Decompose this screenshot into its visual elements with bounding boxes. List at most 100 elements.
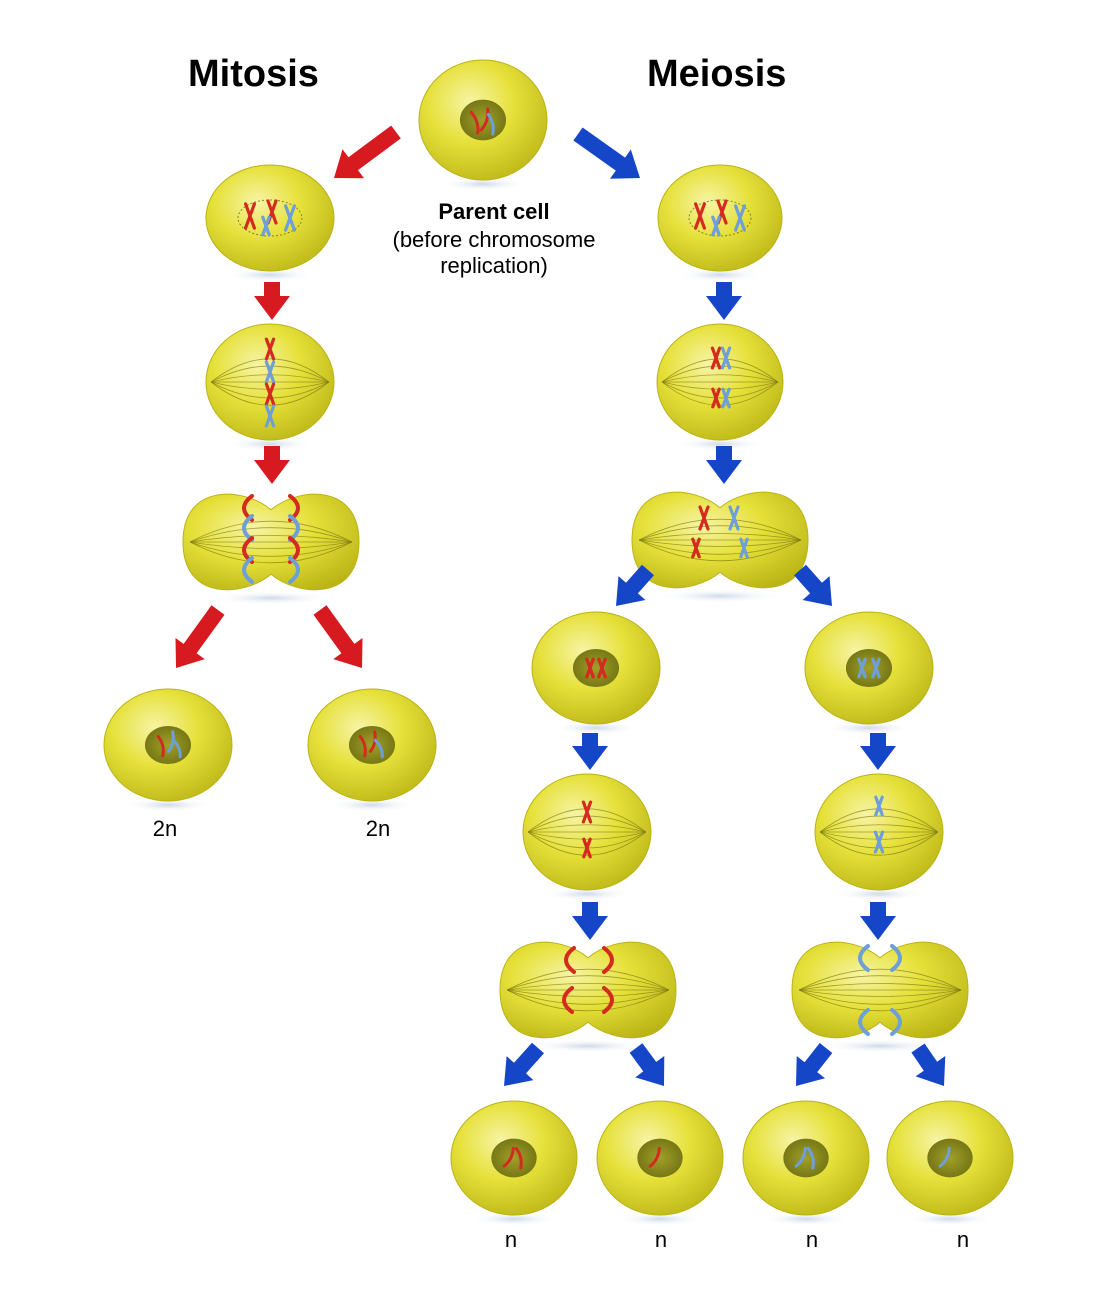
meiosis-ii-metaphase-left <box>522 773 652 901</box>
meiosis-ii-cell-left <box>531 611 661 735</box>
chromosome <box>514 1146 523 1170</box>
meiosis-arrow <box>911 1043 946 1086</box>
chromosome <box>858 1008 870 1036</box>
meiosis-arrow <box>504 1042 544 1086</box>
parent-cell-title: Parent cell <box>438 199 550 224</box>
chromosome <box>171 738 182 759</box>
meiosis-ii-anaphase-left-spindle-fiber <box>506 989 670 1005</box>
chromosome <box>691 537 701 559</box>
meiosis-ii-cell-left-shadow <box>551 721 641 735</box>
chromosome <box>739 537 749 559</box>
meiosis-gamete-2 <box>596 1100 724 1226</box>
meiosis-arrow <box>794 564 832 606</box>
mitosis-daughter-cell-2 <box>307 688 437 812</box>
chromosome <box>156 734 165 758</box>
chromosome <box>585 657 595 679</box>
mitosis-anaphase-cell <box>182 493 360 605</box>
chromosome <box>368 730 377 753</box>
meiosis-ii-anaphase-right-spindle-fiber <box>798 989 962 1012</box>
meiosis-ii-anaphase-left <box>499 941 677 1053</box>
meiosis-ii-anaphase-left-spindle-fiber <box>506 975 670 991</box>
meiosis-ii-metaphase-right-spindle-fiber <box>819 831 939 856</box>
chromosome <box>871 657 881 679</box>
chromosome <box>288 556 300 584</box>
chromosome <box>244 202 256 230</box>
meiosis-anaphase-i-cell <box>631 491 809 603</box>
meiosis-anaphase-i-cell-shadow <box>658 589 782 603</box>
mitosis-daughter-cell-1-nucleus <box>144 725 192 765</box>
chromosome <box>711 387 721 409</box>
meiosis-metaphase-i-cell-spindle-fiber <box>661 374 779 383</box>
mitosis-prophase-cell <box>205 164 335 282</box>
meiosis-arrow <box>616 564 654 606</box>
mitosis-daughter-cell-1-shadow <box>123 798 213 812</box>
meiosis-ii-metaphase-left-spindle-fiber <box>528 824 646 833</box>
meiosis-ii-anaphase-right <box>791 941 969 1053</box>
chromosome <box>806 1146 815 1170</box>
mitosis-anaphase-cell-shadow <box>209 591 333 605</box>
chromosome <box>479 107 490 132</box>
meiosis-gamete-1 <box>450 1100 578 1226</box>
chromosome <box>734 204 746 232</box>
meiosis-ii-anaphase-right-spindle-fiber <box>798 989 962 997</box>
chromosome <box>698 505 710 531</box>
chromosome <box>358 734 367 758</box>
mitosis-metaphase-cell <box>205 323 335 451</box>
mitosis-anaphase-cell-spindle-fiber <box>189 527 353 543</box>
mitosis-arrow <box>254 446 290 484</box>
ploidy-label-meiosis-4: n <box>956 1227 970 1252</box>
ploidy-label-meiosis-1: n <box>504 1227 518 1252</box>
meiosis-gamete-1-nucleus <box>491 1138 537 1178</box>
mitosis-anaphase-cell-spindle-fiber <box>189 541 353 557</box>
mitosis-anaphase-cell-spindle-fiber <box>189 535 353 543</box>
chromosome <box>284 204 296 232</box>
meiosis-arrow <box>573 127 640 179</box>
chromosome <box>710 346 722 370</box>
meiosis-prophase-cell <box>657 164 783 282</box>
mitosis-prophase-cell-shadow <box>225 268 315 282</box>
meiosis-gamete-4-shadow <box>905 1212 995 1226</box>
meiosis-ii-cell-right-nucleus <box>845 648 893 688</box>
mitosis-anaphase-cell-spindle-fiber <box>189 541 353 549</box>
meiosis-ii-anaphase-left-spindle-fiber <box>506 983 670 991</box>
meiosis-ii-anaphase-left-spindle-fiber <box>506 968 670 991</box>
meiosis-gamete-4 <box>886 1100 1014 1226</box>
meiosis-ii-metaphase-right-shadow <box>834 887 924 901</box>
chromosome <box>874 795 884 817</box>
meiosis-ii-anaphase-right-shadow <box>818 1039 942 1053</box>
chromosome <box>721 387 731 409</box>
chromosome <box>582 837 592 859</box>
meiosis-heading: Meiosis <box>647 53 787 95</box>
chromosome <box>858 944 870 972</box>
mitosis-daughter-cell-1 <box>103 688 233 812</box>
meiosis-prophase-cell-nuclear-envelope <box>688 199 752 237</box>
chromosome <box>261 215 271 237</box>
mitosis-metaphase-cell-spindle-fiber <box>211 381 329 390</box>
chromosome <box>597 657 607 679</box>
meiosis-anaphase-i-cell-spindle-fiber <box>638 533 802 541</box>
mitosis-metaphase-cell-spindle-fiber <box>210 365 330 383</box>
meiosis-ii-metaphase-right-spindle-fiber <box>819 815 939 833</box>
meiosis-ii-anaphase-left-spindle-fiber <box>506 989 670 997</box>
meiosis-anaphase-i-cell-spindle-fiber <box>638 518 802 541</box>
chromosome <box>648 1146 661 1168</box>
chromosome <box>264 337 276 361</box>
meiosis-ii-anaphase-right-spindle-fiber <box>798 983 962 991</box>
meiosis-ii-metaphase-left-shadow <box>542 887 632 901</box>
chromosome <box>502 1146 515 1168</box>
meiosis-gamete-2-shadow <box>615 1212 705 1226</box>
meiosis-metaphase-i-cell-spindle-fiber <box>661 381 779 399</box>
meiosis-gamete-3-nucleus <box>783 1138 829 1178</box>
chromosome <box>890 944 902 972</box>
meiosis-gamete-3-shadow <box>761 1212 851 1226</box>
meiosis-arrow <box>796 1043 833 1086</box>
chromosome <box>564 946 576 974</box>
meiosis-ii-cell-right-shadow <box>824 721 914 735</box>
chromosome <box>873 830 885 854</box>
meiosis-metaphase-i-cell <box>656 323 784 451</box>
meiosis-anaphase-i-cell-spindle-fiber <box>638 539 802 555</box>
chromosome <box>264 360 276 384</box>
chromosome <box>794 1146 807 1168</box>
